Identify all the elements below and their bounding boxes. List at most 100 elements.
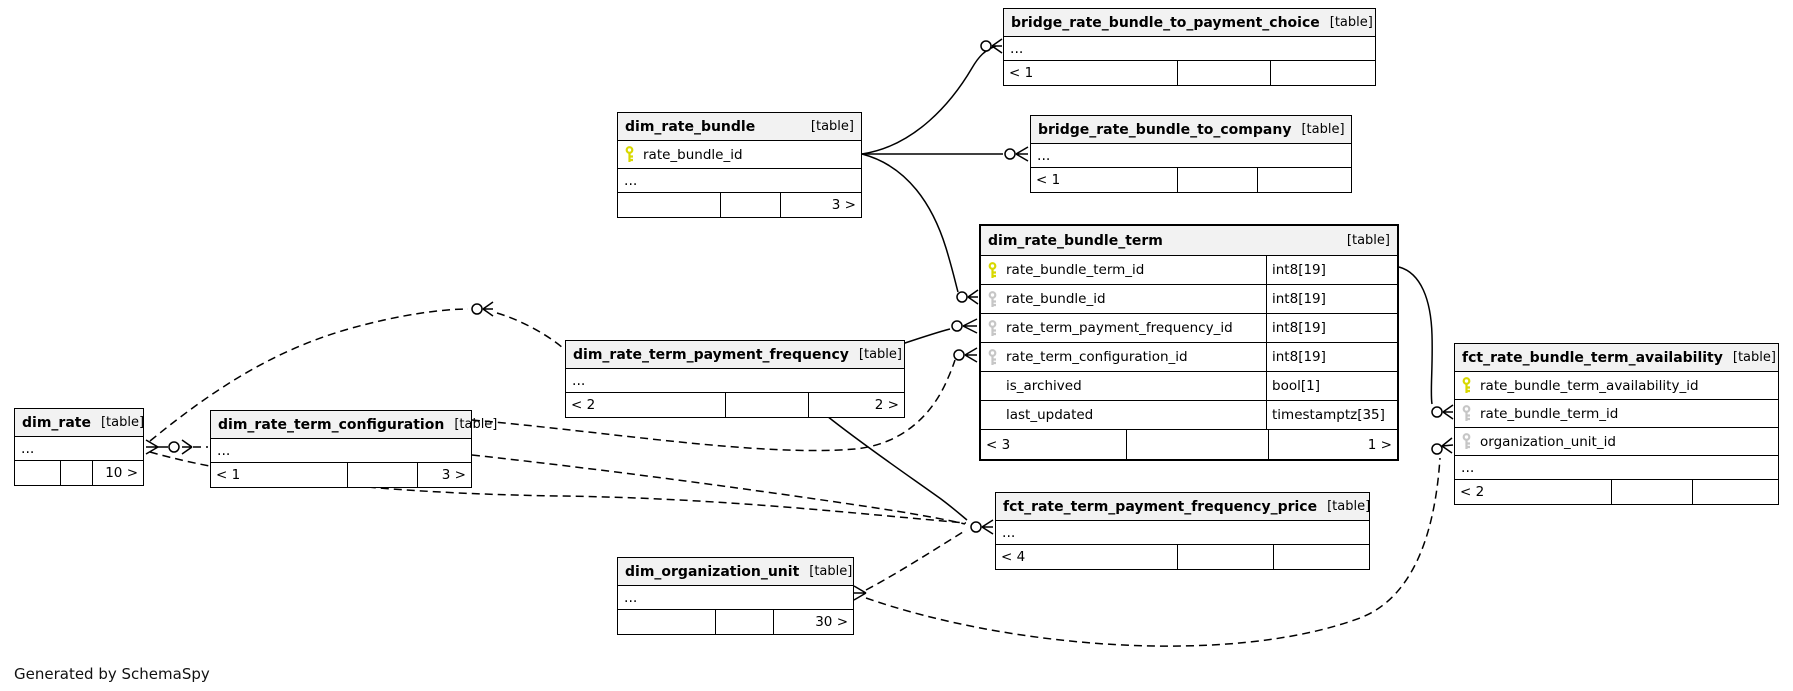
table-footer: < 4 — [996, 545, 1369, 569]
table-bridge_rate_bundle_to_payment_choice[interactable]: bridge_rate_bundle_to_payment_choice [ta… — [1003, 8, 1376, 86]
parent-count: < 2 — [1455, 480, 1612, 504]
edge-rate-bundle-to-bridge-payment-choice — [861, 38, 1003, 155]
footer-spacer — [1178, 545, 1274, 569]
table-dim_rate_bundle_term[interactable]: dim_rate_bundle_term [table] rate_bundle… — [979, 224, 1399, 461]
table-header: dim_rate_bundle_term [table] — [981, 226, 1397, 256]
table-title[interactable]: fct_rate_bundle_term_availability — [1462, 349, 1723, 366]
parent-count: < 3 — [981, 430, 1127, 459]
table-tag: [table] — [809, 564, 853, 579]
column-row: rate_bundle_term_id int8[19] — [981, 256, 1397, 285]
column-row: last_updated timestamptz[35] — [981, 401, 1397, 430]
ellipsis-row: ... — [1455, 456, 1778, 480]
table-title[interactable]: dim_rate — [22, 414, 91, 431]
column-name: rate_bundle_term_availability_id — [1480, 377, 1699, 394]
column-name: rate_bundle_term_id — [1006, 262, 1145, 278]
table-dim_rate[interactable]: dim_rate [table] ... 10 > — [14, 408, 144, 486]
edge-implied-organization-unit-to-price — [853, 531, 964, 601]
primary-key-icon — [988, 261, 997, 278]
table-title[interactable]: dim_rate_term_configuration — [218, 416, 445, 433]
column-row: is_archived bool[1] — [981, 372, 1397, 401]
table-header: dim_rate_term_payment_frequency [table] — [566, 341, 904, 369]
table-header: dim_rate [table] — [15, 409, 145, 437]
ellipsis-row: ... — [566, 369, 904, 393]
table-dim_rate_bundle[interactable]: dim_rate_bundle [table] rate_bundle_id .… — [617, 112, 862, 218]
table-footer: 30 > — [618, 610, 853, 634]
table-dim_organization_unit[interactable]: dim_organization_unit [table] ... 30 > — [617, 557, 854, 635]
table-bridge_rate_bundle_to_company[interactable]: bridge_rate_bundle_to_company [table] ..… — [1030, 115, 1352, 193]
foreign-key-icon — [988, 319, 997, 336]
footer-spacer — [61, 461, 93, 485]
parent-count: < 4 — [996, 545, 1178, 569]
column-name: is_archived — [1006, 378, 1082, 394]
footer-spacer — [1612, 480, 1693, 504]
footer-spacer — [1178, 61, 1271, 85]
table-dim_rate_term_payment_frequency[interactable]: dim_rate_term_payment_frequency [table] … — [565, 340, 905, 418]
ellipsis-row: ... — [1031, 144, 1351, 168]
table-fct_rate_bundle_term_availability[interactable]: fct_rate_bundle_term_availability [table… — [1454, 343, 1779, 505]
column-type: timestamptz[35] — [1266, 401, 1397, 429]
table-fct_rate_term_payment_frequency_price[interactable]: fct_rate_term_payment_frequency_price [t… — [995, 492, 1370, 570]
footer-spacer — [1127, 430, 1269, 459]
table-footer: < 2 — [1455, 480, 1778, 504]
column-name: rate_bundle_id — [643, 146, 743, 163]
ellipsis-row: ... — [618, 169, 861, 193]
column-type: int8[19] — [1266, 256, 1397, 284]
column-type: int8[19] — [1266, 343, 1397, 371]
column-name: rate_term_configuration_id — [1006, 349, 1188, 365]
column-row: rate_term_payment_frequency_id int8[19] — [981, 314, 1397, 343]
column-row: organization_unit_id — [1455, 428, 1778, 456]
table-footer: 10 > — [15, 461, 143, 485]
child-count — [1693, 480, 1778, 504]
table-header: dim_rate_bundle [table] — [618, 113, 861, 141]
edge-payment-frequency-to-bundle-term — [901, 318, 978, 345]
table-tag: [table] — [1329, 15, 1373, 30]
footer-spacer — [1178, 168, 1258, 192]
child-count: 3 > — [441, 467, 466, 483]
table-title[interactable]: dim_rate_bundle_term — [988, 232, 1163, 249]
table-title[interactable]: dim_organization_unit — [625, 563, 800, 580]
table-tag: [table] — [100, 415, 145, 430]
column-row: rate_bundle_id int8[19] — [981, 285, 1397, 314]
column-type: int8[19] — [1266, 285, 1397, 313]
footer-spacer — [716, 610, 774, 634]
column-row: rate_bundle_term_availability_id — [1455, 372, 1778, 400]
edge-implied-organization-unit-to-availability — [865, 437, 1454, 647]
ellipsis-row: ... — [996, 521, 1369, 545]
table-footer: < 2 2 > — [566, 393, 904, 417]
column-row: rate_term_configuration_id int8[19] — [981, 343, 1397, 372]
table-footer: < 1 — [1004, 61, 1375, 85]
child-count: 1 > — [1367, 436, 1392, 453]
child-count: 3 > — [831, 197, 856, 213]
table-footer: 3 > — [618, 193, 861, 217]
parent-count: < 1 — [1031, 168, 1178, 192]
child-count — [1274, 545, 1369, 569]
foreign-key-icon — [1462, 405, 1471, 421]
ellipsis-row: ... — [1004, 37, 1375, 61]
child-count: 10 > — [105, 465, 138, 481]
column-name: rate_bundle_term_id — [1480, 405, 1619, 422]
child-count — [1258, 168, 1351, 192]
primary-key-icon — [625, 146, 634, 162]
table-title[interactable]: dim_rate_bundle — [625, 118, 756, 135]
table-title[interactable]: bridge_rate_bundle_to_company — [1038, 121, 1292, 138]
child-count: 30 > — [815, 614, 848, 630]
table-tag: [table] — [454, 417, 498, 432]
foreign-key-icon — [988, 290, 997, 307]
column-type: int8[19] — [1266, 314, 1397, 342]
table-title[interactable]: bridge_rate_bundle_to_payment_choice — [1011, 14, 1320, 31]
table-title[interactable]: fct_rate_term_payment_frequency_price — [1003, 498, 1318, 515]
edge-payment-frequency-to-price — [826, 415, 994, 535]
edge-implied-dim-rate-to-configuration — [145, 439, 208, 455]
footer-spacer — [726, 393, 809, 417]
table-dim_rate_term_configuration[interactable]: dim_rate_term_configuration [table] ... … — [210, 410, 497, 488]
parent-count — [15, 461, 61, 485]
table-title[interactable]: dim_rate_term_payment_frequency — [573, 346, 849, 363]
table-footer: < 1 — [1031, 168, 1351, 192]
table-tag: [table] — [858, 347, 902, 362]
table-tag: [table] — [1346, 233, 1390, 248]
footer-spacer — [348, 463, 418, 487]
table-header: fct_rate_bundle_term_availability [table… — [1455, 344, 1778, 372]
foreign-key-icon — [988, 348, 997, 365]
child-count: 2 > — [874, 397, 899, 413]
column-name: organization_unit_id — [1480, 433, 1616, 450]
